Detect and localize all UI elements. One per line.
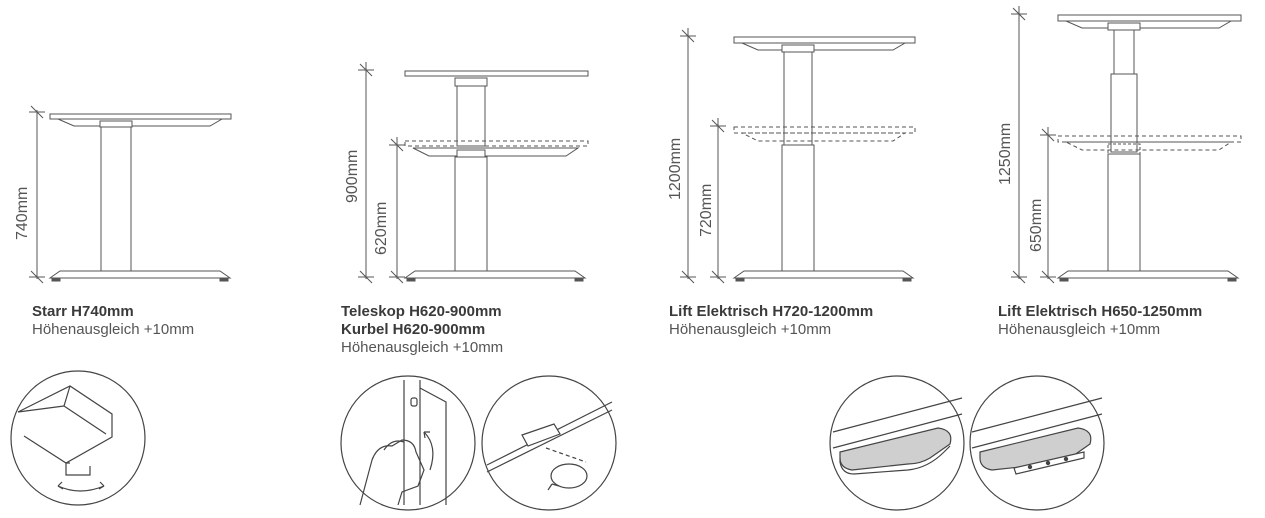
caption-title: Lift Elektrisch H650-1250mm bbox=[998, 303, 1203, 320]
caption-subtitle: Höhenausgleich +10mm bbox=[998, 321, 1161, 338]
caption-title: Lift Elektrisch H720-1200mm bbox=[669, 303, 874, 320]
caption-title-secondary: Kurbel H620-900mm bbox=[341, 321, 486, 338]
caption-subtitle: Höhenausgleich +10mm bbox=[32, 321, 195, 338]
desk-electric-1200-drawing bbox=[679, 28, 916, 284]
dimension-label-720: 720mm bbox=[698, 184, 715, 237]
caption-electric-1250: Lift Elektrisch H650-1250mm Höhenausglei… bbox=[998, 303, 1202, 339]
dimension-line-720 bbox=[709, 118, 727, 284]
dimension-label-650: 650mm bbox=[1028, 199, 1045, 252]
dimension-label-1250: 1250mm bbox=[997, 123, 1014, 185]
caption-subtitle: Höhenausgleich +10mm bbox=[669, 321, 832, 338]
caption-telescope: Teleskop H620-900mm Kurbel H620-900mm Hö… bbox=[341, 303, 503, 357]
dimension-label-740: 740mm bbox=[14, 187, 31, 240]
dimension-line-1200 bbox=[679, 28, 697, 284]
caption-fixed: Starr H740mm Höhenausgleich +10mm bbox=[32, 303, 194, 339]
dimension-line-900 bbox=[357, 62, 375, 284]
leveling-foot-rotate-icon bbox=[10, 370, 146, 506]
desk-electric-1250-drawing bbox=[1010, 6, 1242, 284]
control-panel-icon bbox=[829, 375, 965, 511]
dimension-label-1200: 1200mm bbox=[667, 138, 684, 200]
desk-telescope-drawing bbox=[357, 62, 589, 284]
dimension-line-650 bbox=[1039, 127, 1057, 284]
dimension-label-620: 620mm bbox=[373, 202, 390, 255]
caption-electric-1200: Lift Elektrisch H720-1200mm Höhenausglei… bbox=[669, 303, 873, 339]
dimension-line-1250 bbox=[1010, 6, 1028, 284]
desk-fixed-drawing bbox=[28, 105, 232, 284]
telescope-clamp-rotate-icon bbox=[481, 375, 617, 511]
dimension-label-900: 900mm bbox=[344, 150, 361, 203]
dimension-line-740 bbox=[28, 105, 46, 284]
caption-title: Starr H740mm bbox=[32, 303, 134, 320]
dimension-line-620 bbox=[388, 137, 406, 284]
control-panel-buttons-icon bbox=[969, 375, 1105, 511]
hand-crank-icon bbox=[340, 375, 476, 511]
caption-subtitle: Höhenausgleich +10mm bbox=[341, 339, 504, 356]
caption-title: Teleskop H620-900mm bbox=[341, 303, 502, 320]
